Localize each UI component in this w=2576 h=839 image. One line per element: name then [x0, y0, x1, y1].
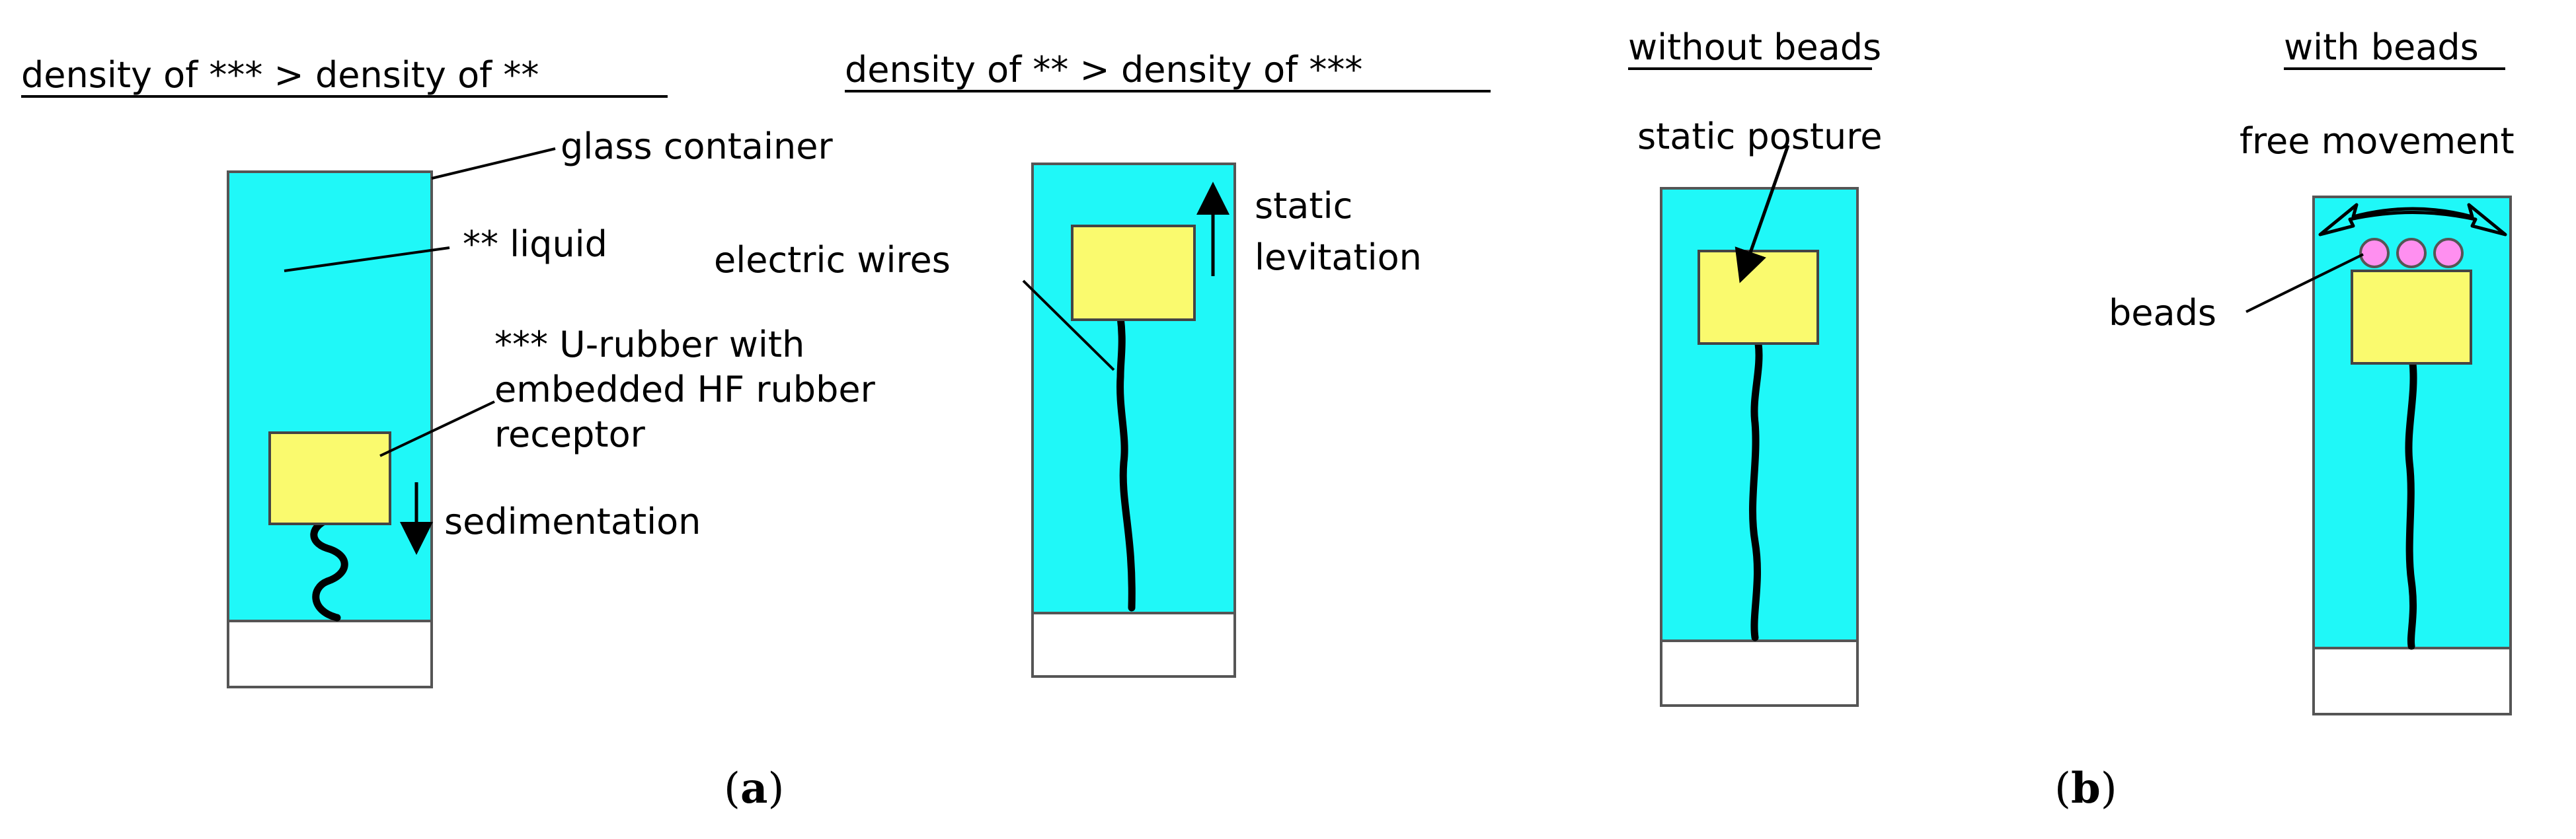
receptor-block	[1071, 225, 1196, 321]
coiled-electric-wire	[310, 515, 348, 622]
bead	[2359, 238, 2390, 268]
title-levitation-case: density of ** > density of ***	[845, 49, 1362, 91]
title-with-beads: with beads	[2284, 26, 2479, 68]
receptor-block	[268, 431, 391, 525]
bead	[2396, 238, 2427, 268]
receptor-block	[1698, 250, 1819, 345]
label-static: static	[1255, 185, 1352, 227]
container-sedimentation	[227, 147, 556, 688]
label-electric-wires: electric wires	[714, 239, 951, 281]
label-receptor-line2: embedded HF rubber	[494, 369, 876, 410]
label-beads: beads	[2109, 292, 2216, 334]
title-sedimentation-case: density of *** > density of **	[21, 54, 539, 96]
electric-wire	[1116, 313, 1136, 612]
bead	[2433, 238, 2464, 268]
label-liquid: ** liquid	[463, 223, 607, 265]
leader-line-wires	[1022, 279, 1115, 371]
container-base	[1031, 612, 1236, 678]
label-glass-container: glass container	[561, 126, 833, 167]
leader-line-liquid	[284, 246, 450, 272]
container-with-beads	[2245, 196, 2512, 715]
label-receptor-line1: *** U-rubber with	[494, 324, 804, 365]
leader-line-container	[431, 147, 556, 180]
container-base	[2312, 647, 2512, 715]
electric-wire	[2405, 359, 2417, 650]
title-without-beads: without beads	[1628, 26, 1881, 68]
container-levitation	[1022, 163, 1236, 678]
container-without-beads	[1660, 145, 1859, 707]
label-receptor-line3: receptor	[494, 414, 646, 455]
label-levitation: levitation	[1255, 237, 1422, 278]
liquid-region	[227, 170, 433, 622]
panel-a: density of *** > density of ** density o…	[21, 49, 1491, 813]
label-static-posture: static posture	[1637, 116, 1883, 157]
panel-b: without beads with beads static posture …	[1628, 26, 2515, 813]
label-sedimentation: sedimentation	[444, 501, 701, 542]
container-base	[1660, 639, 1859, 707]
leader-line-beads	[2245, 253, 2364, 313]
leader-line-receptor	[379, 400, 495, 457]
receptor-block	[2351, 270, 2472, 365]
label-free-movement: free movement	[2240, 120, 2515, 162]
arrow-pointer-icon	[1735, 145, 1790, 283]
double-arrow-icon	[2318, 203, 2507, 237]
electric-wire	[1749, 340, 1763, 641]
caption-b: (b)	[2054, 764, 2117, 813]
caption-a: (a)	[724, 764, 784, 813]
container-base	[227, 620, 433, 688]
